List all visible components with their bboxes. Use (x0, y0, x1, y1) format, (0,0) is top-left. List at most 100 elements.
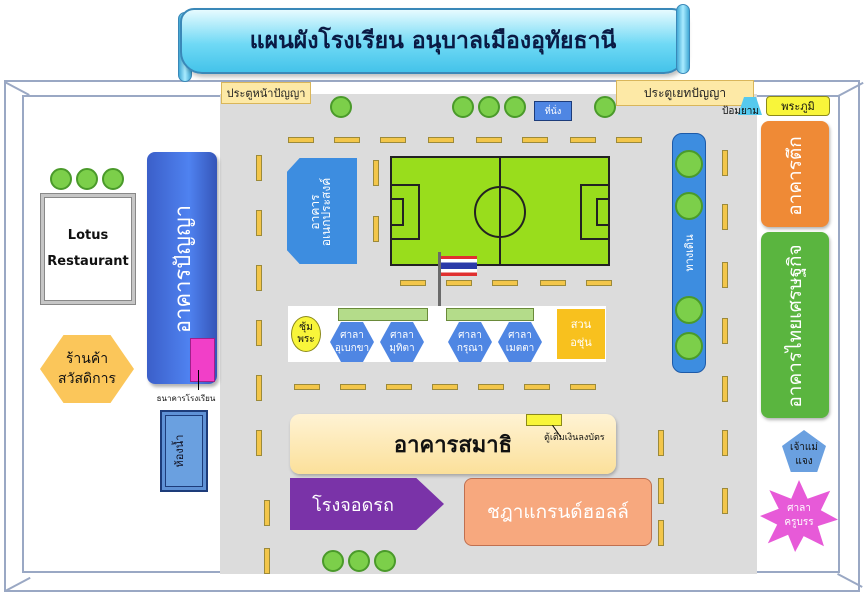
tree-icon (50, 168, 72, 190)
bank-label: ธนาคารโรงเรียน (156, 394, 216, 403)
field-left-goal (390, 198, 404, 226)
sala-roof (446, 308, 534, 321)
sala-line1: ศาลา (508, 330, 532, 341)
road-dash (256, 320, 262, 346)
road-dash (722, 430, 728, 456)
multipurpose-line2: อเนกประสงค์ (319, 177, 333, 247)
tuk-building-label: อาคารตึก (784, 136, 806, 216)
tree-icon (675, 296, 703, 324)
road-dash (722, 204, 728, 230)
jao-mae-line2: แจง (795, 456, 813, 467)
welfare-line1: ร้านค้า (65, 351, 109, 367)
gate-panya-label: ประตูหน้าปัญญา (221, 82, 311, 104)
road-dash (256, 155, 262, 181)
lotus-line1: Lotus (67, 228, 109, 243)
tree-icon (675, 332, 703, 360)
thai-setthakij-building (761, 232, 829, 418)
sala-line1: ศาลา (340, 330, 364, 341)
guard-house-icon (738, 97, 762, 115)
tree-icon (76, 168, 98, 190)
parking-garage: โรงจอดรถ (290, 478, 444, 530)
road-dash (722, 376, 728, 402)
lotus-restaurant: Lotus Restaurant (44, 197, 132, 301)
road-dash (340, 384, 366, 390)
walkway-label: ทางเดิน (683, 234, 696, 272)
tree-icon (504, 96, 526, 118)
tree-icon (374, 550, 396, 572)
road-dash (570, 137, 596, 143)
road-dash (380, 137, 406, 143)
sala-line2: กรุณา (456, 343, 484, 354)
garden-line2: อชุ่น (570, 336, 592, 349)
tree-icon (102, 168, 124, 190)
road-dash (722, 488, 728, 514)
road-dash (428, 137, 454, 143)
tree-icon (675, 192, 703, 220)
tree-icon (452, 96, 474, 118)
gate-exit-label: ประตูเยทปัญญา (616, 80, 754, 106)
road-dash (256, 430, 262, 456)
tree-icon (478, 96, 500, 118)
welfare-line2: สวัสดิการ (58, 371, 116, 387)
road-dash (616, 137, 642, 143)
sala-line2: อุเบกขา (334, 343, 370, 354)
garden-line1: สวน (570, 318, 592, 331)
tree-icon (322, 550, 344, 572)
buddha-shrine: ซุ้ม พระ (291, 316, 321, 352)
kiosk: ที่นั่ง (534, 101, 572, 121)
field-center-circle (474, 186, 526, 238)
road-dash (400, 280, 426, 286)
road-dash (722, 318, 728, 344)
road-dash (524, 384, 550, 390)
tree-icon (675, 150, 703, 178)
thai-flag-icon (441, 256, 477, 276)
tree-icon (594, 96, 616, 118)
restroom-inner (165, 415, 203, 487)
shrine-line2: พระ (297, 334, 315, 345)
road-dash (446, 280, 472, 286)
road-dash (334, 137, 360, 143)
road-dash (264, 548, 270, 574)
road-dash (256, 210, 262, 236)
bank-arrow (198, 370, 199, 390)
garden: สวน อชุ่น (557, 309, 605, 359)
road-dash (256, 265, 262, 291)
field-right-goal (596, 198, 610, 226)
tree-icon (348, 550, 370, 572)
sala-line2: เมตตา (505, 343, 535, 354)
tuk-building (761, 121, 829, 227)
road-dash (264, 500, 270, 526)
sala-roof (338, 308, 428, 321)
multipurpose-building (287, 158, 357, 264)
sala-line1: ศาลา (458, 330, 482, 341)
multipurpose-label: อาคาร อเนกประสงค์ (308, 159, 333, 265)
road-dash (476, 137, 502, 143)
road-dash (570, 384, 596, 390)
road-dash (492, 280, 518, 286)
road-dash (386, 384, 412, 390)
football-field (390, 156, 610, 266)
tree-icon (330, 96, 352, 118)
road-dash (722, 262, 728, 288)
road-dash (373, 216, 379, 242)
road-dash (522, 137, 548, 143)
road-dash (658, 478, 664, 504)
sala-ubekkha: ศาลา อุเบกขา (330, 322, 374, 362)
road-dash (478, 384, 504, 390)
welfare-shop: ร้านค้า สวัสดิการ (40, 335, 134, 403)
card-top-up-label: ตู้เติมเงินลงบัตร (544, 433, 605, 443)
card-top-up-machine (526, 414, 562, 426)
road-dash (540, 280, 566, 286)
road-dash (586, 280, 612, 286)
sala-line1: ศาลา (390, 330, 414, 341)
thai-setthakij-label: อาคารไทยเศรษฐกิจ (784, 244, 806, 408)
school-bank (190, 338, 215, 382)
road-dash (432, 384, 458, 390)
page-title: แผนผังโรงเรียน อนุบาลเมืองอุทัยธานี (180, 8, 686, 74)
jao-mae-line1: เจ้าแม่ (790, 442, 818, 453)
road-dash (288, 137, 314, 143)
road-dash (373, 160, 379, 186)
spirit-house: พระภูมิ (766, 96, 830, 116)
lotus-line2: Restaurant (47, 254, 129, 269)
sala-line2: มุทิตา (389, 343, 415, 354)
